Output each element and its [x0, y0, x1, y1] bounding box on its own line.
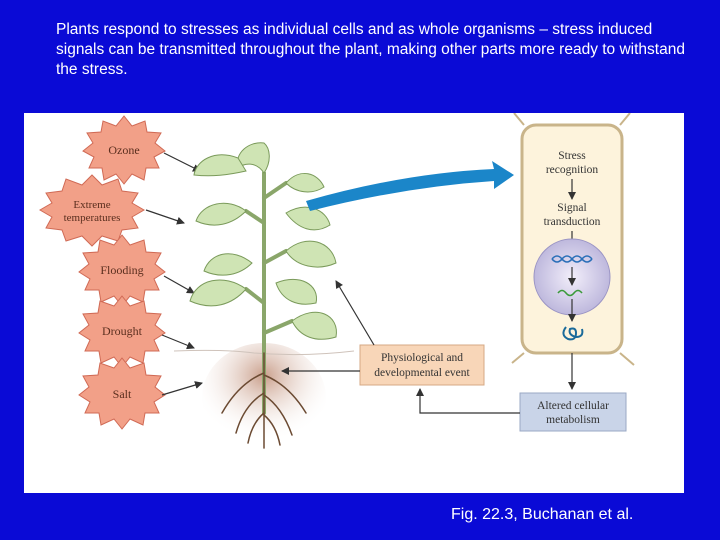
arrow-flooding: [163, 275, 195, 294]
mrna-icon: [557, 289, 583, 297]
plant: [189, 142, 337, 449]
label-signal-transduction-line1: Signal: [557, 202, 586, 214]
leaf: [285, 173, 325, 193]
stressor-drought: Drought: [78, 295, 166, 368]
label-physiological-line1: Physiological and: [381, 352, 463, 364]
plant-leaves: [189, 142, 337, 340]
altered-box-shape: [519, 392, 627, 432]
stressor-ozone: Ozone: [82, 115, 166, 185]
leaf: [195, 202, 247, 226]
arrow-physio-to-leaf: [335, 280, 375, 346]
cell-wall: [511, 113, 635, 366]
figure-panel: Ozone Extreme temperatures Flooding Drou…: [24, 113, 684, 493]
altered-metabolism-box: Altered cellular metabolism: [519, 392, 627, 432]
stressor-label-extreme-line1: Extreme: [73, 199, 110, 211]
arrow-salt: [161, 381, 203, 396]
dna-icon: [551, 255, 593, 263]
leaf: [285, 240, 337, 268]
stressor-extreme-temperatures: Extreme temperatures: [39, 174, 145, 247]
label-stress-recognition-line2: recognition: [546, 164, 599, 176]
figure-caption: Fig. 22.3, Buchanan et al.: [451, 506, 634, 523]
label-altered-line1: Altered cellular: [537, 400, 609, 412]
stressor-label-ozone: Ozone: [108, 143, 139, 157]
leaf: [236, 142, 270, 174]
plant-stem: [244, 171, 294, 415]
stress-response-diagram: Ozone Extreme temperatures Flooding Drou…: [39, 113, 635, 453]
physiological-box-shape: [359, 344, 485, 386]
soil-line: [173, 349, 355, 356]
leaf: [189, 279, 247, 307]
label-stress-recognition-line1: Stress: [558, 150, 586, 162]
starburst-shape: [39, 174, 145, 247]
stressor-label-drought: Drought: [102, 324, 143, 338]
leaf: [275, 278, 317, 305]
leaf: [193, 154, 247, 177]
label-physiological-line2: developmental event: [374, 367, 470, 379]
label-signal-transduction-line2: transduction: [544, 216, 601, 228]
arrow-temperatures: [145, 209, 185, 225]
leaf: [285, 206, 331, 231]
cell: Stress recognition Signal transduction: [511, 113, 635, 366]
zoom-arrow: [306, 161, 514, 211]
label-altered-line2: metabolism: [546, 414, 600, 426]
stressor-label-salt: Salt: [113, 387, 132, 401]
plant-roots: [221, 352, 307, 449]
arrow-drought: [161, 334, 195, 350]
stressor-arrows: [145, 152, 203, 396]
arrow-metabolism-to-physiological: [416, 388, 520, 414]
starburst-shape: [78, 357, 166, 430]
protein-icon: [562, 326, 584, 341]
stressor-salt: Salt: [78, 357, 166, 430]
feedback-arrows: [281, 280, 375, 375]
stressor-flooding: Flooding: [78, 234, 166, 307]
stressor-label-flooding: Flooding: [100, 263, 143, 277]
leaf: [203, 253, 253, 276]
arrow-ozone: [163, 152, 201, 172]
leaf: [291, 311, 337, 340]
slide-title: Plants respond to stresses as individual…: [56, 21, 685, 78]
physiological-event-box: Physiological and developmental event: [359, 344, 485, 386]
stressor-label-extreme-line2: temperatures: [64, 212, 121, 224]
starburst-shape: [82, 115, 166, 185]
